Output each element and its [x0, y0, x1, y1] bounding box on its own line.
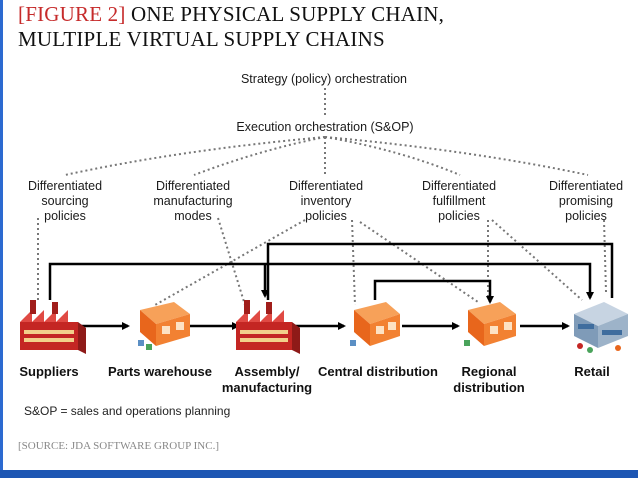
policy-line2: fulfillment — [432, 194, 486, 208]
strategy-orchestration-label: Strategy (policy) orchestration — [240, 72, 408, 86]
policy-line2: promising — [558, 194, 614, 208]
policy-promising: Differentiated promising policies — [540, 179, 632, 224]
node-parts-warehouse: Parts warehouse — [104, 364, 216, 380]
policy-manufacturing: Differentiated manufacturing modes — [143, 179, 243, 224]
manufacturing-to-assembly-link — [217, 217, 246, 306]
warehouse-icon — [350, 302, 400, 346]
node-line1: Central distribution — [318, 364, 438, 379]
inventory-to-central-link — [351, 219, 356, 306]
orchestration-links — [64, 88, 589, 176]
policy-line2: manufacturing — [153, 194, 233, 208]
policy-line3: modes — [174, 209, 212, 223]
figure-title-line1: [FIGURE 2] ONE PHYSICAL SUPPLY CHAIN, — [18, 2, 444, 27]
node-suppliers: Suppliers — [10, 364, 88, 380]
assembly-to-retail-bypass-arrow — [266, 242, 614, 300]
factory-icon — [20, 300, 86, 354]
node-line2: distribution — [453, 380, 525, 395]
execution-to-manufacturing-link — [193, 136, 326, 176]
policy-line1: Differentiated — [155, 179, 231, 193]
node-line1: Assembly/ — [234, 364, 300, 379]
node-line1: Regional — [461, 364, 517, 379]
inventory-to-regional-link — [359, 221, 479, 303]
node-line1: Retail — [574, 364, 610, 379]
policy-line1: Differentiated — [548, 179, 624, 193]
execution-orchestration-label: Execution orchestration (S&OP) — [236, 120, 414, 134]
policy-line3: policies — [305, 209, 347, 223]
title-line1-text: ONE PHYSICAL SUPPLY CHAIN, — [125, 2, 445, 26]
warehouse-icon — [138, 302, 190, 350]
node-regional-distribution: Regional distribution — [446, 364, 532, 396]
left-accent-rule — [0, 0, 3, 470]
inventory-to-parts-link — [154, 219, 306, 306]
warehouse-icon — [464, 302, 516, 346]
fulfillment-to-retail-link — [491, 219, 583, 301]
policy-line3: policies — [565, 209, 607, 223]
policy-line1: Differentiated — [421, 179, 497, 193]
policy-line2: sourcing — [41, 194, 89, 208]
node-line2: manufacturing — [221, 380, 313, 395]
store-icon — [574, 302, 628, 353]
suppliers-to-retail-bypass-arrow — [48, 262, 594, 300]
footnote: S&OP = sales and operations planning — [24, 404, 231, 418]
policy-inventory: Differentiated inventory policies — [280, 179, 372, 224]
promising-to-retail-link — [603, 219, 607, 293]
central-to-regional-bypass-arrow — [373, 279, 494, 304]
figure-tag: [FIGURE 2] — [18, 2, 126, 26]
policy-sourcing: Differentiated sourcing policies — [19, 179, 111, 224]
policy-line1: Differentiated — [27, 179, 103, 193]
execution-to-promising-link — [324, 136, 589, 176]
bottom-accent-rule — [0, 470, 638, 478]
source-credit: [SOURCE: JDA SOFTWARE GROUP INC.] — [18, 440, 219, 452]
node-central-distribution: Central distribution — [318, 364, 438, 380]
policy-links — [37, 217, 607, 306]
policy-line3: policies — [438, 209, 480, 223]
policy-fulfillment: Differentiated fulfillment policies — [413, 179, 505, 224]
node-retail: Retail — [564, 364, 620, 380]
flow-arrows — [48, 242, 614, 330]
execution-to-sourcing-link — [64, 136, 326, 176]
execution-to-fulfillment-link — [324, 136, 461, 176]
policy-line2: inventory — [300, 194, 352, 208]
policy-line3: policies — [44, 209, 86, 223]
node-line1: Parts warehouse — [107, 364, 213, 379]
figure-title-line2: MULTIPLE VIRTUAL SUPPLY CHAINS — [18, 27, 385, 51]
node-assembly-manufacturing: Assembly/ manufacturing — [218, 364, 316, 396]
policy-line1: Differentiated — [288, 179, 364, 193]
node-line1: Suppliers — [19, 364, 79, 379]
factory-icon — [236, 300, 300, 354]
